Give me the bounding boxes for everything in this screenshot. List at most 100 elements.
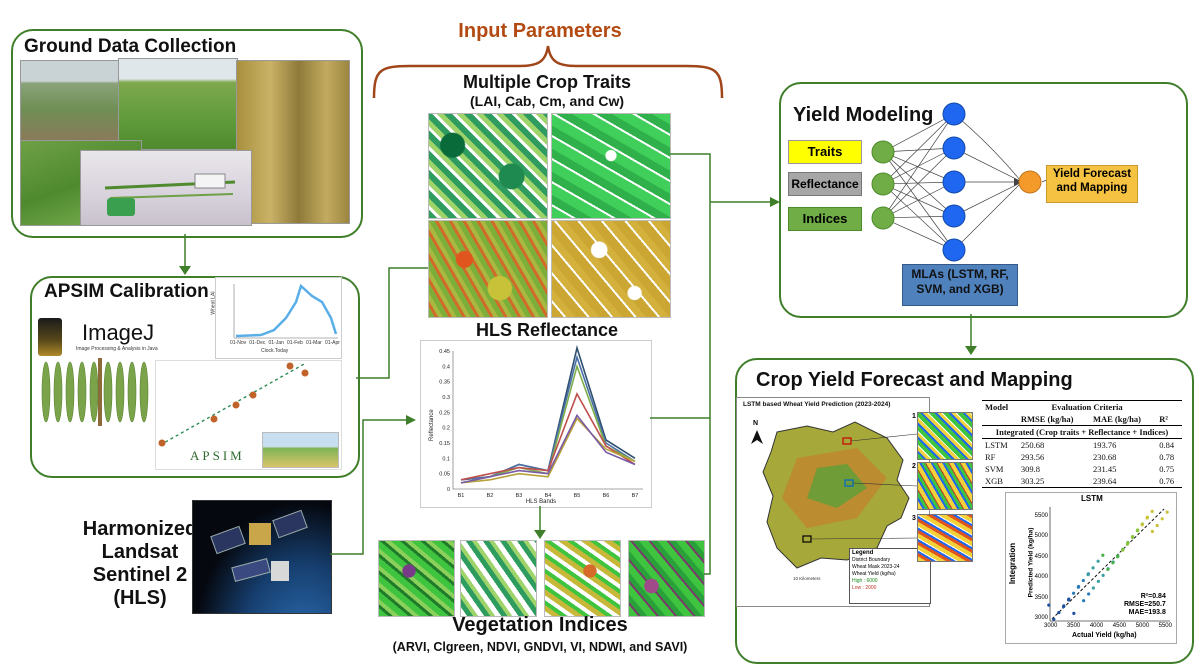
scale-bar: 10 Kilometers [793,576,821,581]
hls-line-1: Harmonized [82,518,198,540]
input-parameters-brace [372,45,724,99]
satellite-image [192,500,332,614]
lai-chart: Wheat LAI 01-Nov 01-Dec 01-Jan 01-Feb 01… [211,277,342,359]
leaf-samples [41,358,149,426]
vi-map-3 [544,540,621,617]
lai-xtick: 01-Mar [305,340,322,346]
table-row: SVM 309.8 231.45 0.75 [982,463,1182,475]
scatter-point [1160,517,1164,521]
reflectance-ytick: 0.3 [442,395,450,401]
traits-title: Multiple Crop Traits [462,72,631,92]
hidden-node [942,204,966,228]
vi-map-2 [460,540,537,617]
reflectance-xtick: B1 [458,493,465,499]
inset-label-3: 3 [912,515,916,522]
connector-center-to-model [650,153,780,575]
scatter-point [1076,585,1080,589]
scatter-point [1061,605,1066,609]
reflectance-series-line [460,413,636,484]
input-reflectance: Reflectance [788,172,862,196]
cell-r2: 0.76 [1159,476,1175,486]
arrow-reflectance-to-vi [534,506,546,539]
legend-item: Wheat Yield (kg/ha) [852,571,896,577]
input-parameters-title: Input Parameters [458,20,622,42]
legend-item: District Boundary [852,557,891,563]
stat-rmse: RMSE=250.7 [1124,601,1166,608]
scatter-xtick: 4500 [1112,623,1127,629]
reflectance-ytick: 0.25 [439,410,450,416]
lai-xticks: 01-Nov 01-Dec 01-Jan 01-Feb 01-Mar 01-Ap… [230,340,340,346]
table-row: XGB 303.25 239.64 0.76 [982,475,1182,488]
stat-mae: MAE=193.8 [1128,609,1166,616]
reflectance-ytick: 0.2 [442,426,450,432]
reflectance-series-line [460,392,636,481]
imagej-logo: ImageJ Image Processing & Analysis in Ja… [38,318,158,358]
scatter-title: LSTM [1081,494,1103,503]
scatter-xtick: 3500 [1066,623,1081,629]
lai-xtick: 01-Nov [230,340,247,346]
lai-xtick: 01-Apr [324,340,340,346]
col-rmse: RMSE (kg/ha) [1020,414,1074,424]
trait-map-lai [428,113,548,219]
reflectance-ylabel: Reflectance [429,409,435,441]
col-mae: MAE (kg/ha) [1092,414,1141,424]
cell-r2: 0.75 [1159,464,1175,474]
hls-line-3: Sentinel 2 [92,564,188,586]
scatter-point [1071,591,1076,595]
arrow-ground-to-apsim [179,234,191,275]
lai-xtick: 01-Feb [286,340,303,346]
inset-label-1: 1 [912,413,916,420]
scatter-xtick: 5000 [1135,623,1150,629]
lstm-scatter: LSTM Integration Predicted Yield (kg/ha)… [1005,492,1177,644]
cell-model: XGB [985,476,1003,486]
connector-hls-to-center [330,415,416,555]
scatter-point [1116,555,1120,559]
scatter-point [1057,610,1061,615]
output-node [1018,170,1042,194]
reflectance-xtick: B7 [632,493,639,499]
reflectance-series-line [460,417,636,484]
cell-mae: 193.76 [1092,440,1117,450]
field-photo-1 [20,60,122,142]
inset-label-2: 2 [912,463,916,470]
mla-box: MLAs (LSTM, RF, SVM, and XGB) [902,264,1018,306]
reflectance-xtick: B5 [574,493,581,499]
scatter-xticks: 3000 3500 4000 4500 5000 5500 [1044,623,1172,629]
reflectance-ytick: 0.35 [439,380,450,386]
scatter-point [1145,516,1149,520]
scatter-point [1096,579,1100,583]
reflectance-ytick: 0.15 [439,441,450,447]
scatter-point [1111,561,1115,565]
input-node [871,206,895,230]
yield-model-title: Yield Modeling [793,104,934,126]
inset-3 [917,514,973,562]
scatter-point [1165,510,1169,514]
ground-data-title: Ground Data Collection [24,36,237,57]
lai-xlabel: Clock.Today [261,348,289,354]
plant-sample-icon [104,173,236,216]
inset-1 [917,412,973,460]
yield-map-title: LSTM based Wheat Yield Prediction (2023-… [743,401,891,408]
scatter-point [1125,542,1129,546]
trait-map-cm [428,220,548,318]
legend-item: Wheat Mask 2023-24 [852,564,900,570]
cell-rmse: 250.68 [1020,440,1045,450]
reflectance-series-line [460,354,636,481]
apsim-title: APSIM Calibration [44,281,209,302]
imagej-title: ImageJ [82,320,155,345]
cell-model: RF [985,452,996,462]
scatter-point [1081,578,1085,583]
traits-subtitle: (LAI, Cab, Cm, and Cw) [470,93,624,109]
cell-model: SVM [985,464,1004,474]
reflectance-title: HLS Reflectance [475,320,619,340]
results-table: Model Evaluation Criteria RMSE (kg/ha) M… [982,400,1182,488]
cell-model: LSTM [985,440,1008,450]
hls-title: Harmonized Landsat Sentinel 2 (HLS) [70,518,210,610]
north-arrow-label: N [753,420,759,427]
input-node [871,140,895,164]
cell-r2: 0.78 [1159,452,1175,462]
stat-r2: R²=0.84 [1140,593,1166,600]
field-photo-2 [118,58,238,150]
table-row: RF 293.56 230.68 0.78 [982,451,1182,463]
hidden-node [942,102,966,126]
